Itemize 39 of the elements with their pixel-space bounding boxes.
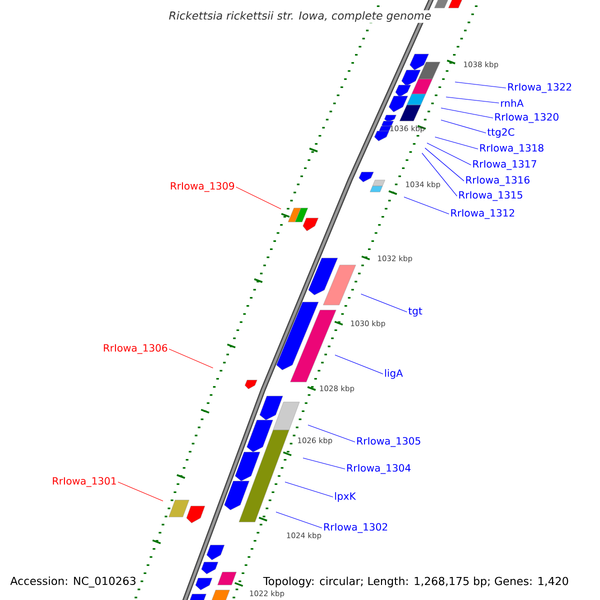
title: Rickettsia rickettsii str. Iowa, complete genome [168,10,432,23]
gene-label: ttg2C [487,128,514,138]
leader-line [284,482,334,498]
leader-line [308,424,356,442]
leader-line [404,196,450,214]
leader-line [168,348,214,368]
leader-line [118,482,164,502]
leader-line [276,512,322,528]
leader-line [434,136,478,150]
leader-line [426,142,472,166]
leader-line [424,148,464,182]
gene-label: ligA [385,369,403,379]
leader-line [302,458,346,470]
leader-line [334,354,384,374]
gene-label: RrIowa_1304 [347,464,411,474]
gene-label: rnhA [501,99,524,107]
leader-line [440,108,494,118]
gene-label: lpxK [335,492,356,502]
gene-label: RrIowa_1312 [451,209,514,219]
gene-label: RrIowa_1315 [459,191,522,201]
gene-label: RrIowa_1320 [495,113,558,123]
gene-label: RrIowa_1306 [104,344,168,354]
gene-label: RrIowa_1309 [170,182,234,192]
gene-label: RrIowa_1301 [52,477,116,487]
footer-text: Topology: circular; Length: 1,268,175 bp; Genes: 1,420 [263,576,568,588]
gene-label: RrIowa_1302 [324,523,388,533]
gene-label: RrIowa_1305 [357,437,420,447]
leader-line [440,120,486,134]
leader-line [236,186,282,210]
leader-line [446,96,500,104]
gene-label: RrIowa_1316 [466,176,530,186]
gene-label: RrIowa_1318 [480,144,544,154]
gene-label: tgt [408,307,422,317]
leader-line [360,294,408,312]
leader-line [454,82,506,88]
leader-line [422,152,458,196]
footer-text: Accession: NC_010263 [10,576,136,588]
gene-label: RrIowa_1317 [473,160,536,170]
gene-label: RrIowa_1322 [508,83,572,93]
